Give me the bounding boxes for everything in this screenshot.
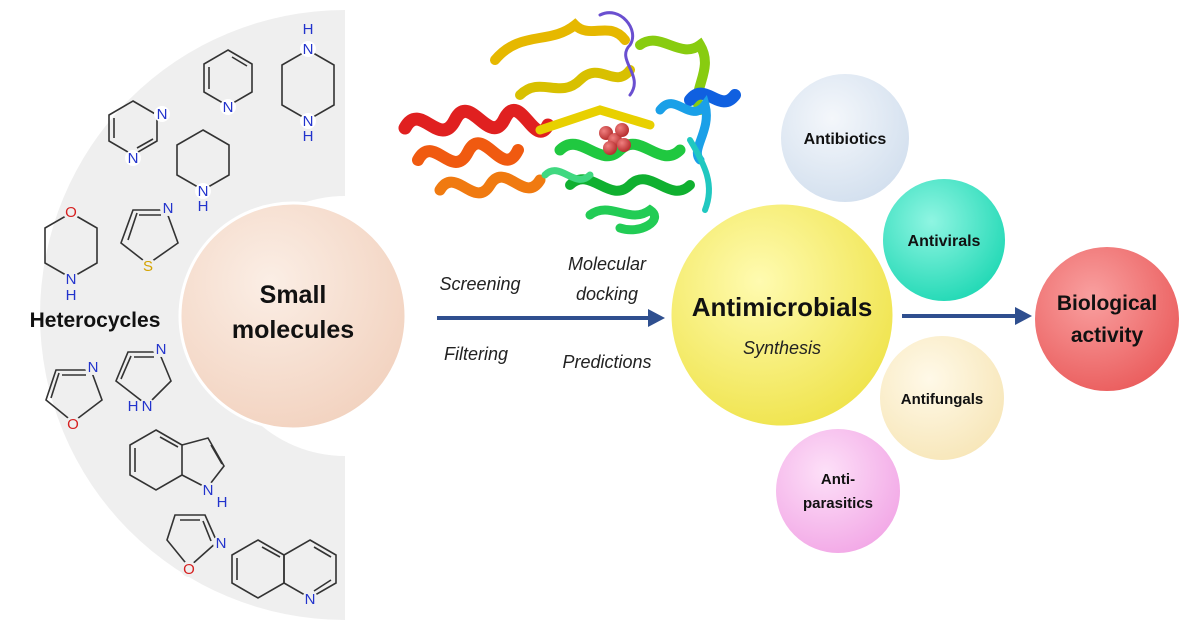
- antibiotics-label: Antibiotics: [804, 131, 887, 148]
- atom-n: N: [303, 113, 314, 130]
- oxazole-structure: [45, 369, 103, 424]
- atom-o: O: [183, 561, 195, 578]
- filtering-label: Filtering: [444, 344, 508, 364]
- atom-labels: N N N H N N H N H O N H N S N O N N H N …: [63, 21, 318, 608]
- protein-structure-image: [398, 11, 741, 235]
- predictions-label: Predictions: [562, 352, 651, 372]
- atom-n: N: [216, 535, 227, 552]
- antifungals-label: Antifungals: [901, 391, 984, 408]
- molecular-label: Molecular: [568, 254, 647, 274]
- atom-n: N: [163, 200, 174, 217]
- screening-label: Screening: [439, 274, 520, 294]
- atom-n: N: [142, 398, 153, 415]
- synthesis-label: Synthesis: [743, 338, 821, 358]
- small-molecules-circle: [178, 201, 408, 431]
- antibiotics-circle: [779, 72, 911, 204]
- result-arrow: [902, 307, 1032, 325]
- atom-o: O: [67, 416, 79, 433]
- biological-activity-label-line1: Biological: [1057, 292, 1157, 315]
- atom-n: N: [223, 99, 234, 116]
- atom-n: N: [66, 271, 77, 288]
- imidazole-structure: [115, 351, 172, 407]
- antivirals-label: Antivirals: [908, 233, 981, 250]
- antiparasitics-label-line1: Anti-: [821, 471, 855, 488]
- small-molecules-label-line2: molecules: [232, 316, 354, 344]
- atom-n: N: [303, 41, 314, 58]
- heterocycles-label: Heterocycles: [30, 309, 161, 332]
- small-molecules-label-line1: Small: [260, 281, 327, 309]
- atom-h: H: [303, 21, 314, 38]
- atom-n: N: [88, 359, 99, 376]
- docking-label: docking: [576, 284, 638, 304]
- antimicrobials-circle: [668, 201, 896, 429]
- atom-h: H: [66, 287, 77, 304]
- antivirals-circle: [881, 177, 1007, 303]
- atom-n: N: [305, 591, 316, 608]
- atom-o: O: [65, 204, 77, 221]
- atom-n: N: [203, 482, 214, 499]
- atom-h: H: [217, 494, 228, 511]
- process-arrow: [437, 309, 665, 327]
- atom-s: S: [143, 258, 153, 275]
- antimicrobials-label: Antimicrobials: [692, 292, 873, 322]
- atom-h: H: [128, 398, 139, 415]
- antifungals-circle: [878, 334, 1006, 462]
- indole-structure: [129, 429, 225, 491]
- antiparasitics-circle: [774, 427, 902, 555]
- atom-n: N: [128, 150, 139, 167]
- atom-h: H: [303, 128, 314, 145]
- atom-n: N: [156, 341, 167, 358]
- atom-h: H: [198, 198, 209, 215]
- antiparasitics-label-line2: parasitics: [803, 495, 873, 512]
- atom-n: N: [157, 106, 168, 123]
- atom-n: N: [198, 183, 209, 200]
- biological-activity-circle: [1033, 245, 1181, 393]
- biological-activity-label-line2: activity: [1071, 324, 1144, 347]
- thiazole-structure: [120, 209, 179, 265]
- isoxazole-structure: [166, 514, 218, 569]
